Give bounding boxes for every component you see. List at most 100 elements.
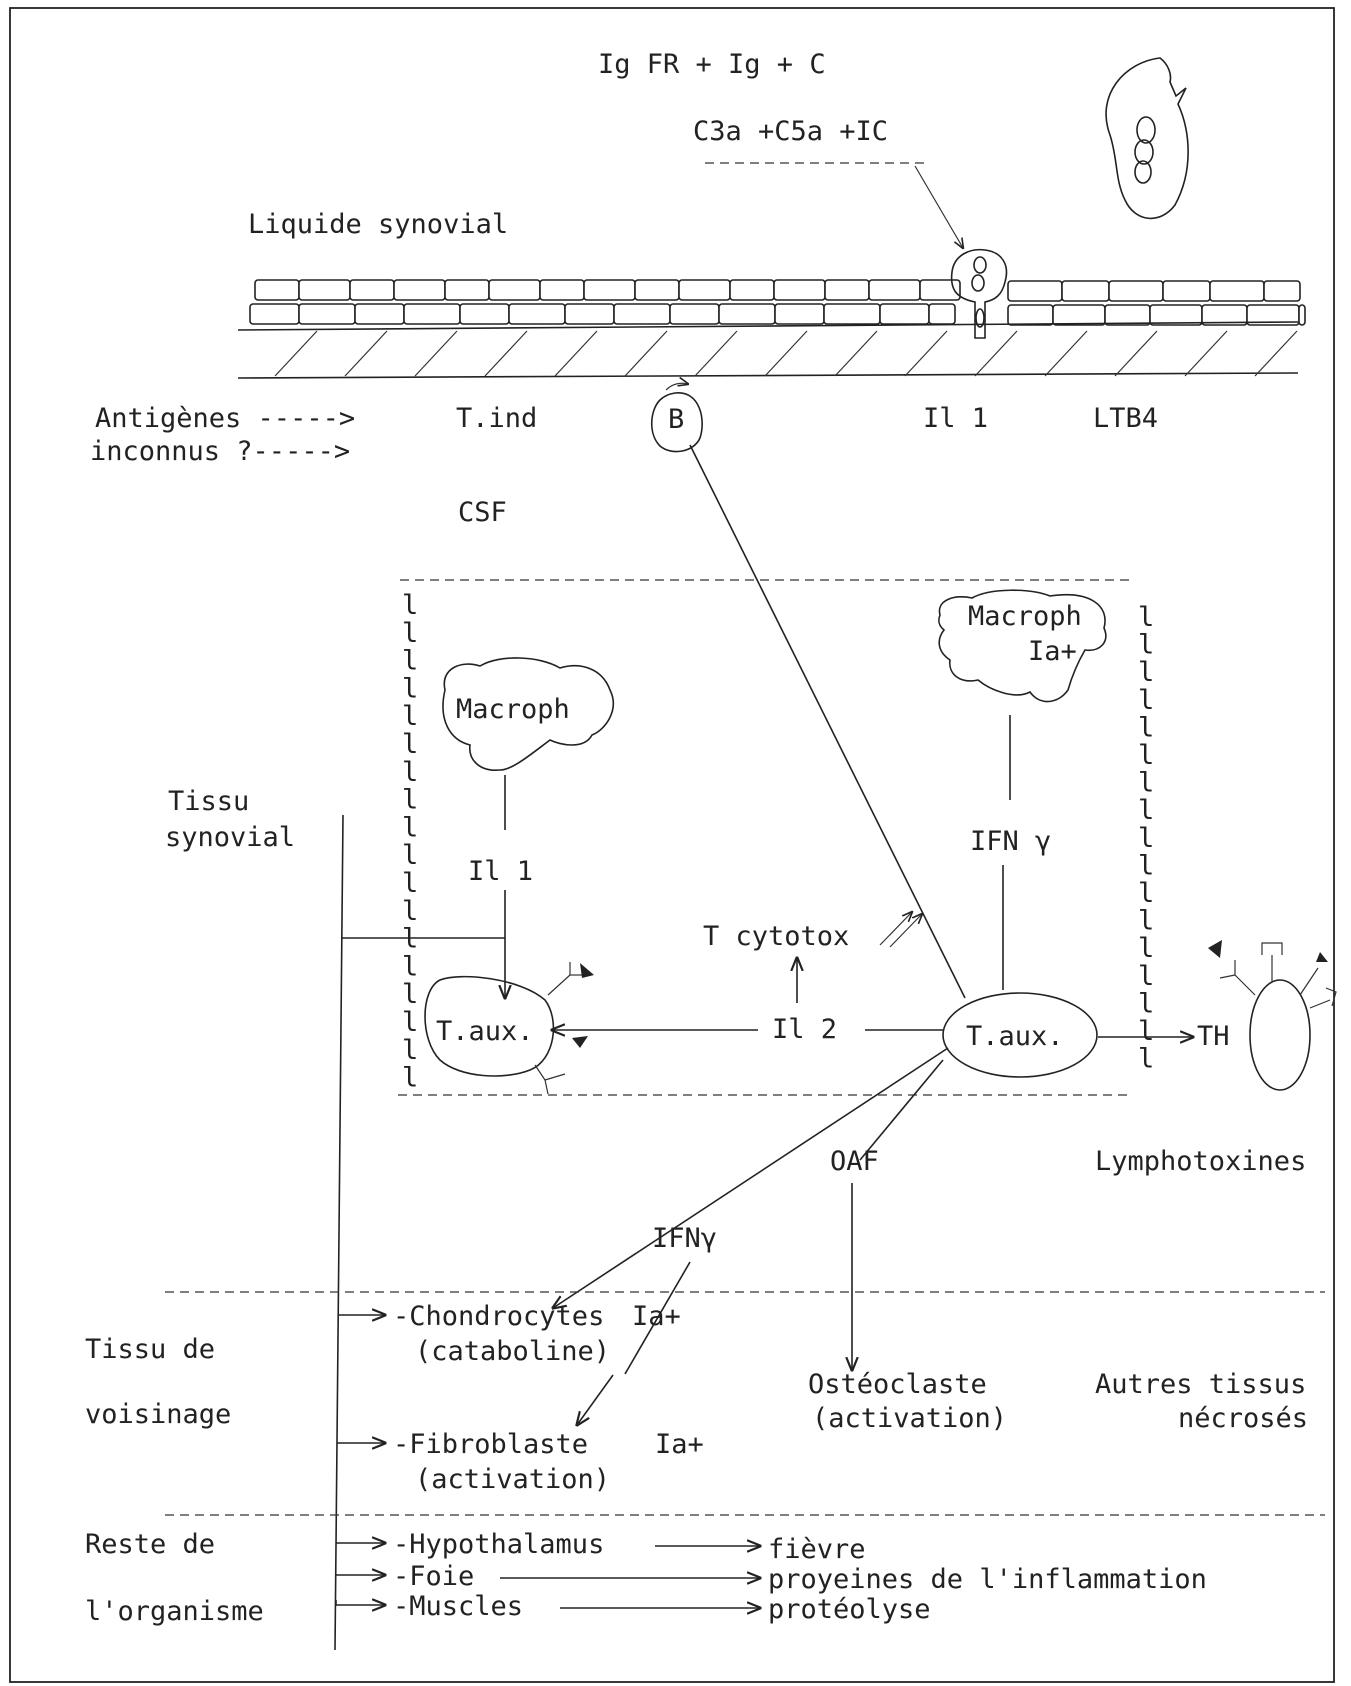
lymphocyte-marker: l bbox=[1138, 933, 1154, 964]
b-to-taux-line bbox=[690, 445, 965, 998]
antigen-triangle-2 bbox=[572, 1036, 588, 1048]
lymphocyte-marker: l bbox=[402, 868, 418, 899]
svg-text:T.aux.: T.aux. bbox=[966, 1021, 1064, 1052]
svg-text:B: B bbox=[668, 404, 684, 435]
fibroblaste-ia: Ia+ bbox=[655, 1429, 704, 1460]
b-cell: B bbox=[652, 383, 702, 451]
lymphocyte-marker: l bbox=[402, 729, 418, 760]
il2-label: Il 2 bbox=[772, 1014, 837, 1045]
neighbor-tissue-label-1: Tissu de bbox=[85, 1334, 215, 1365]
lymphocyte-marker: l bbox=[1138, 712, 1154, 743]
lymphocyte-marker: l bbox=[402, 812, 418, 843]
fibroblaste-label: -Fibroblaste bbox=[393, 1429, 588, 1460]
lymphocyte-marker: l bbox=[1138, 988, 1154, 1019]
lymphocyte-marker: l bbox=[1138, 961, 1154, 992]
t-helper-right: T.aux. bbox=[943, 993, 1097, 1077]
lymphocyte-marker: l bbox=[1138, 768, 1154, 799]
svg-text:T.aux.: T.aux. bbox=[436, 1016, 534, 1047]
lymphocyte-marker: l bbox=[1138, 795, 1154, 826]
macrophage-right: Macroph Ia+ bbox=[939, 590, 1106, 701]
csf-label: CSF bbox=[458, 497, 507, 528]
macrophage-left: Macroph bbox=[443, 658, 613, 770]
synovial-fluid-label: Liquide synovial bbox=[248, 209, 508, 240]
organism-label-1: Reste de bbox=[85, 1529, 215, 1560]
th-cell-icon bbox=[1208, 940, 1336, 1090]
lymphocyte-marker: l bbox=[402, 590, 418, 621]
neighbor-tissue-label-2: voisinage bbox=[85, 1399, 231, 1430]
lymphocyte-marker: l bbox=[402, 924, 418, 955]
lymphocyte-marker: l bbox=[1138, 685, 1154, 716]
il1-membrane-label: Il 1 bbox=[923, 403, 988, 434]
taux-to-chondro-ifn-arrow bbox=[553, 1048, 948, 1308]
cataboline-label: (cataboline) bbox=[415, 1336, 610, 1367]
immune-complex-formula: Ig FR + Ig + C bbox=[598, 49, 826, 80]
fievre-label: fièvre bbox=[768, 1534, 866, 1565]
lymphotoxines-label: Lymphotoxines bbox=[1095, 1146, 1306, 1177]
ltb4-label: LTB4 bbox=[1093, 403, 1158, 434]
lymphocyte-marker: l bbox=[402, 618, 418, 649]
fibroblaste-activation: (activation) bbox=[415, 1464, 610, 1495]
lymphocyte-marker: l bbox=[402, 951, 418, 982]
necroses-label: nécrosés bbox=[1178, 1403, 1308, 1434]
bracket-main-line bbox=[335, 815, 343, 1650]
lymphocyte-marker: l bbox=[1138, 878, 1154, 909]
lymphocyte-marker: l bbox=[402, 840, 418, 871]
chondrocytes-ia: Ia+ bbox=[632, 1301, 681, 1332]
free-cell-icon bbox=[1106, 58, 1188, 218]
lymphocyte-marker: l bbox=[1138, 630, 1154, 661]
synovial-tissue-label-2: synovial bbox=[165, 822, 295, 853]
other-tissues-label: Autres tissus bbox=[1095, 1369, 1306, 1400]
lymphocyte-marker: l bbox=[402, 1007, 418, 1038]
lymphocyte-marker: l bbox=[402, 1035, 418, 1066]
lymphocyte-marker: l bbox=[1138, 850, 1154, 881]
complement-fragments: C3a +C5a +IC bbox=[693, 116, 888, 147]
hypothalamus-label: -Hypothalamus bbox=[393, 1529, 604, 1560]
t-helper-left: T.aux. bbox=[425, 962, 585, 1094]
svg-text:Macroph: Macroph bbox=[456, 694, 570, 725]
lymphocyte-marker: l bbox=[1138, 1044, 1154, 1075]
antigens-line2: inconnus ?-----> bbox=[90, 436, 350, 467]
lymphocyte-marker: l bbox=[402, 1063, 418, 1094]
oaf-label: OAF bbox=[830, 1146, 879, 1177]
th-label: TH bbox=[1197, 1021, 1230, 1052]
lymphocyte-marker: l bbox=[1138, 823, 1154, 854]
t-cytotox-label: T cytotox bbox=[703, 921, 849, 952]
taux-to-oaf-line bbox=[860, 1060, 943, 1160]
synovial-tissue-label-1: Tissu bbox=[168, 786, 249, 817]
svg-text:Macroph: Macroph bbox=[968, 601, 1082, 632]
chondrocytes-label: -Chondrocytes bbox=[393, 1301, 604, 1332]
lymphocyte-marker: l bbox=[402, 757, 418, 788]
lymphocyte-marker: l bbox=[1138, 657, 1154, 688]
synovial-membrane bbox=[238, 280, 1305, 378]
svg-text:Ia+: Ia+ bbox=[1028, 636, 1077, 667]
lymphocyte-marker: l bbox=[1138, 1016, 1154, 1047]
foie-label: -Foie bbox=[393, 1561, 474, 1592]
complement-arrow bbox=[915, 166, 963, 248]
osteoclaste-activation: (activation) bbox=[812, 1403, 1007, 1434]
lymphocyte-marker: l bbox=[402, 979, 418, 1010]
osteoclaste-label: Ostéoclaste bbox=[808, 1369, 987, 1400]
ifn-gamma-tissue-label: IFN γ bbox=[970, 826, 1051, 857]
lymphocyte-marker: l bbox=[402, 673, 418, 704]
lymphocyte-marker: l bbox=[1138, 906, 1154, 937]
muscles-label: -Muscles bbox=[393, 1591, 523, 1622]
lymphocyte-marker: l bbox=[1138, 602, 1154, 633]
proteines-label: proyeines de l'inflammation bbox=[768, 1564, 1207, 1595]
ifn-gamma-effect-label: IFNγ bbox=[652, 1223, 717, 1254]
lymphocyte-marker: l bbox=[1138, 740, 1154, 771]
lymphocyte-marker: l bbox=[402, 701, 418, 732]
chondro-to-fibro-arrow bbox=[577, 1375, 613, 1425]
antigen-triangle-1 bbox=[580, 963, 594, 978]
branch-muscles bbox=[336, 1600, 385, 1605]
lymphocyte-marker: l bbox=[402, 785, 418, 816]
antigens-line1: Antigènes -----> bbox=[95, 403, 355, 434]
lymphocyte-marker: l bbox=[402, 896, 418, 927]
organism-label-2: l'organisme bbox=[85, 1596, 264, 1627]
il1-tissue-label: Il 1 bbox=[468, 856, 533, 887]
proteolyse-label: protéolyse bbox=[768, 1594, 931, 1625]
t-ind-label: T.ind bbox=[456, 403, 537, 434]
lymphocyte-marker: l bbox=[402, 646, 418, 677]
